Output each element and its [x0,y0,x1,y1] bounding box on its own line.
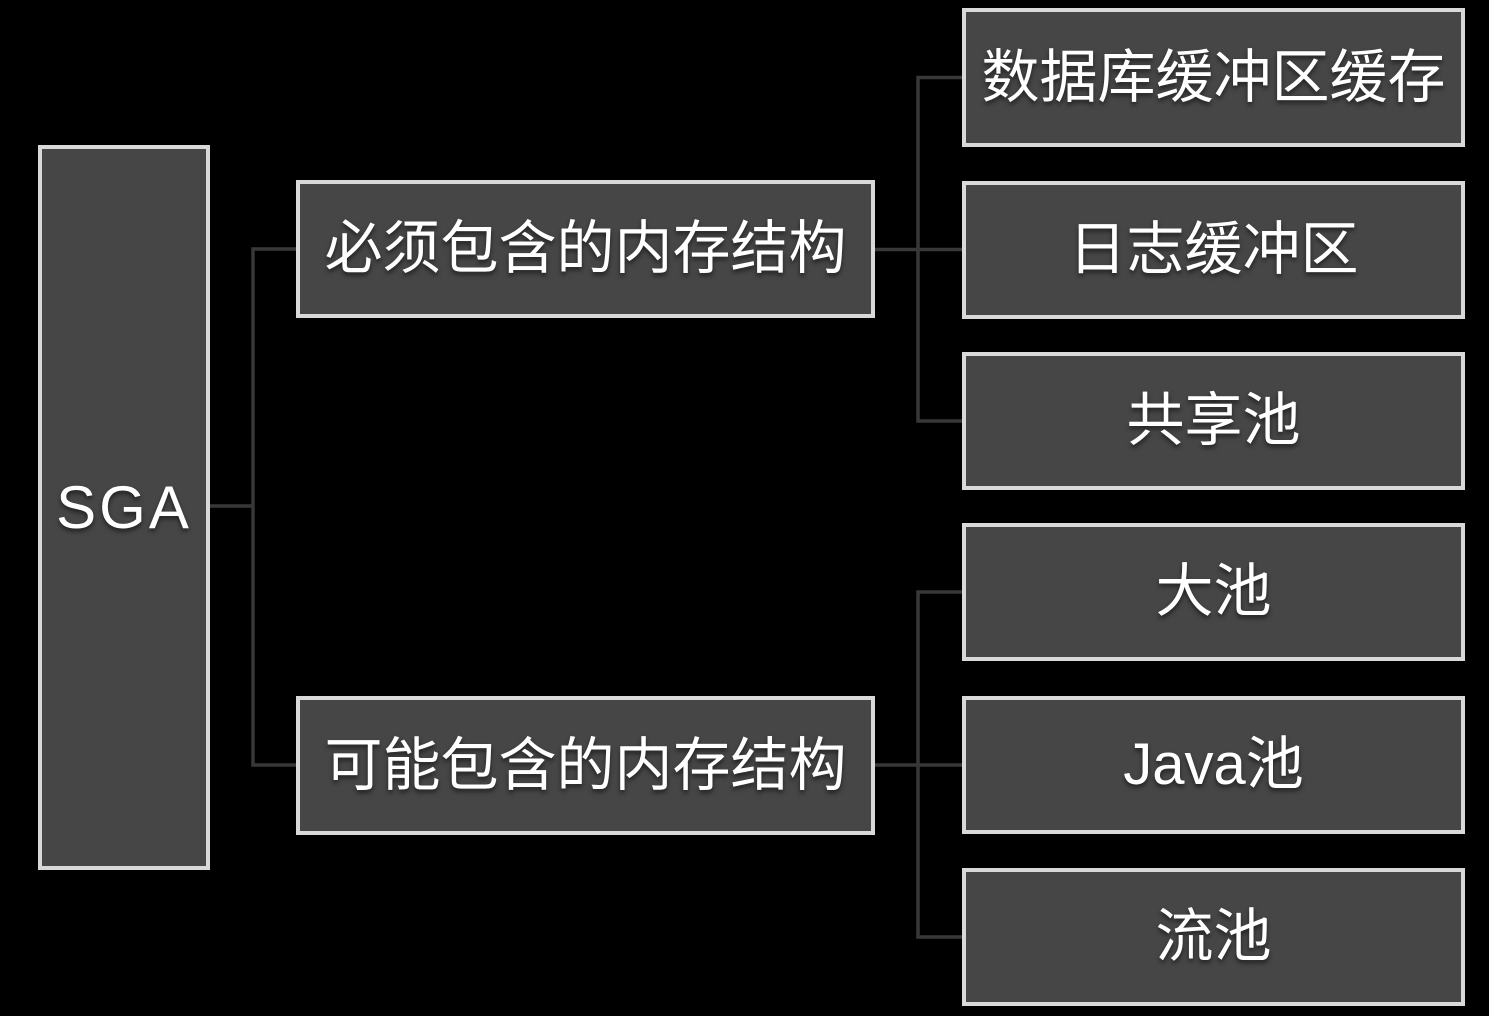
node-label: Java池 [1123,732,1304,797]
node-label: 数据库缓冲区缓存 [981,44,1446,110]
node-optional-memory-structures[interactable]: 可能包含的内存结构 [296,696,875,835]
node-label: 共享池 [1126,388,1301,453]
node-label: 流池 [1155,904,1272,969]
node-database-buffer-cache[interactable]: 数据库缓冲区缓存 [962,8,1465,147]
node-label: 大池 [1155,559,1272,624]
node-label: 日志缓冲区 [1068,217,1359,282]
node-streams-pool[interactable]: 流池 [962,868,1465,1006]
node-large-pool[interactable]: 大池 [962,523,1465,661]
node-java-pool[interactable]: Java池 [962,696,1465,834]
connector-branch1-to-children [916,75,962,423]
connector-branch2-to-children [916,590,962,939]
node-label: 可能包含的内存结构 [324,732,847,798]
node-label: 必须包含的内存结构 [324,216,847,281]
node-sga[interactable]: SGA [38,145,210,870]
node-shared-pool[interactable]: 共享池 [962,352,1465,490]
node-required-memory-structures[interactable]: 必须包含的内存结构 [296,180,875,318]
node-log-buffer[interactable]: 日志缓冲区 [962,181,1465,319]
node-label: SGA [56,473,192,541]
connector-root-to-branches [251,247,296,767]
